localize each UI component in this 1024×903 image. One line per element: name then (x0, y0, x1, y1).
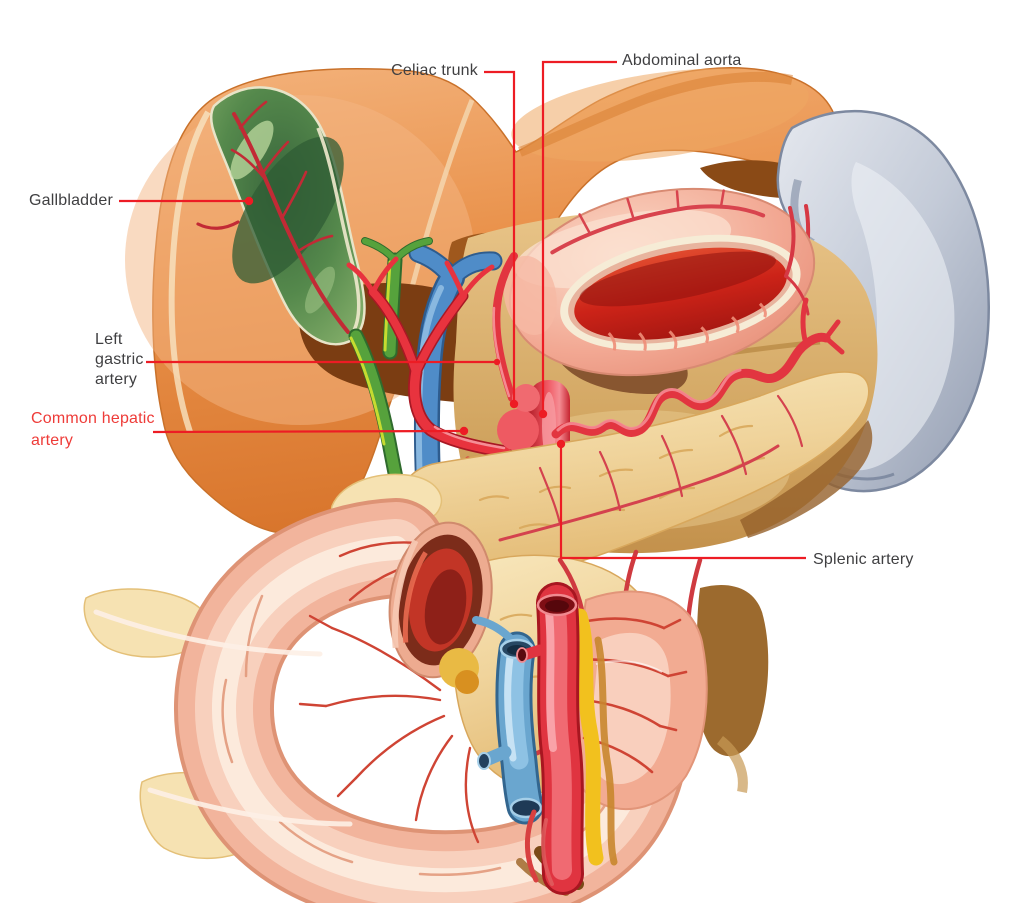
stump-highlight (402, 551, 428, 643)
stomach (503, 187, 816, 377)
red-strand-1 (524, 809, 539, 883)
bottom-vessels (472, 582, 618, 896)
stump-interior-shadow (424, 569, 467, 645)
leader-dot-celiac-trunk (509, 399, 519, 409)
leader-dot-common-hepatic-artery (459, 426, 469, 436)
leader-dot-abdominal-aorta (538, 409, 548, 419)
leader-abdominal-aorta (541, 60, 617, 414)
leader-dot-left-gastric-artery (493, 358, 501, 366)
stomach-rugae (607, 302, 767, 351)
celiac-trunk-aorta (497, 380, 570, 474)
leader-common-hepatic-artery (152, 429, 465, 434)
yellow-fat-strip (572, 608, 604, 866)
gallbladder-organ (196, 86, 366, 346)
liver-top-band-wash (511, 68, 809, 162)
gallbladder-cream-edge (316, 127, 361, 335)
liver-left-cream-edge (168, 110, 211, 433)
label-abdominal-aorta: Abdominal aorta (622, 52, 742, 69)
leader-dot-splenic-artery (556, 439, 566, 449)
gallbladder-dark-core (232, 136, 344, 284)
splenic-artery-vessel (551, 297, 845, 439)
left-gastric-artery-vessel (492, 252, 518, 402)
celiac-trunk-bulge-2 (512, 384, 540, 412)
leader-lines (119, 60, 806, 560)
cystic-artery (196, 100, 350, 334)
label-splenic-artery: Splenic artery (813, 551, 914, 568)
leader-dots (244, 196, 566, 449)
leader-dot-gallbladder (244, 196, 254, 206)
orange-strand (594, 636, 618, 866)
superior-mesenteric-vein (472, 616, 544, 825)
label-common-hepatic-artery: Common hepatic artery (31, 410, 155, 449)
leader-splenic-artery (559, 444, 806, 560)
abdominal-aorta-vessel (516, 582, 584, 895)
short-gastric-vessels (784, 206, 810, 316)
jejunum-brown-tail (716, 736, 748, 793)
duodenal-stump (388, 521, 493, 679)
label-left-gastric-artery: Left gastric artery (95, 331, 144, 388)
celiac-trunk-bulge (497, 409, 539, 451)
liver-top-shading (518, 71, 793, 157)
red-strand-2 (541, 818, 554, 886)
label-gallbladder: Gallbladder (28, 192, 113, 209)
aorta-highlight (542, 392, 556, 460)
leader-celiac-trunk (484, 70, 516, 404)
shadow-under-pancreas-tail (740, 420, 873, 538)
label-celiac-trunk: Celiac trunk (391, 62, 478, 79)
stump-outer-sheen (391, 539, 419, 649)
stomach-interior-shadow (579, 251, 776, 307)
ampulla-yellow-tissue-2 (455, 670, 479, 694)
spleen-highlight (840, 162, 955, 471)
jejunum-brown-back (695, 585, 769, 757)
gastric-arteries (550, 189, 766, 255)
